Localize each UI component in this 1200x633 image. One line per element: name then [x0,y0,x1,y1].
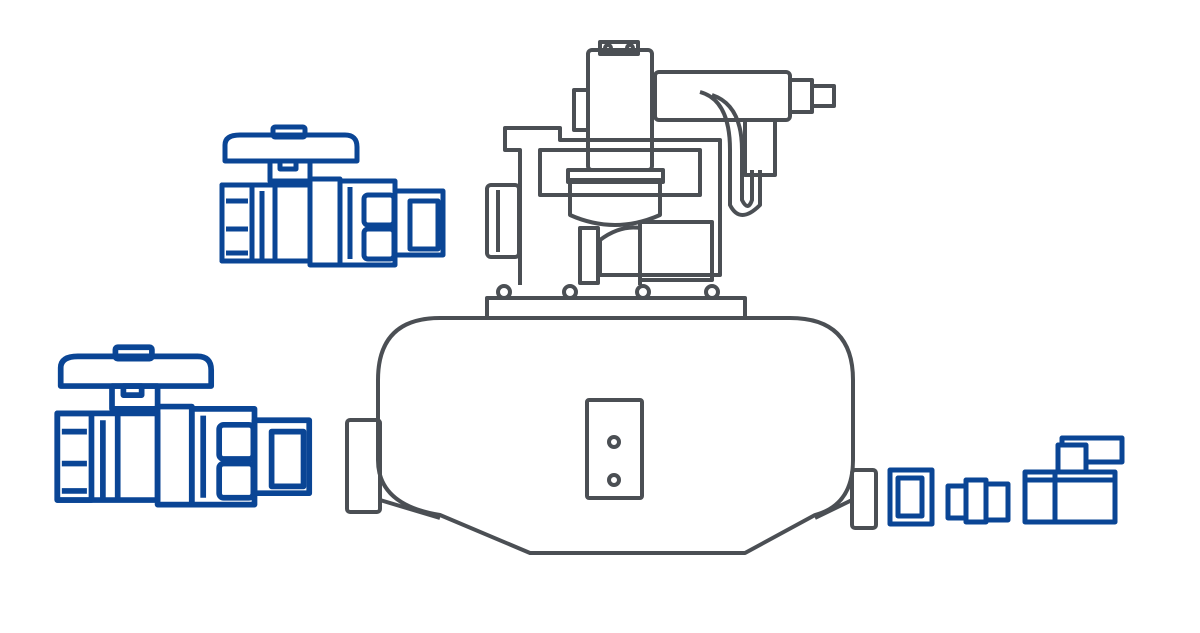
pump-unit [345,40,878,555]
pipe-fittings [887,467,1011,527]
pump-tank [376,316,855,555]
mini-ball-valve [1022,435,1125,525]
ball-valve-large [57,347,309,504]
ball-valve-small [222,127,443,265]
nameplate [585,398,644,500]
